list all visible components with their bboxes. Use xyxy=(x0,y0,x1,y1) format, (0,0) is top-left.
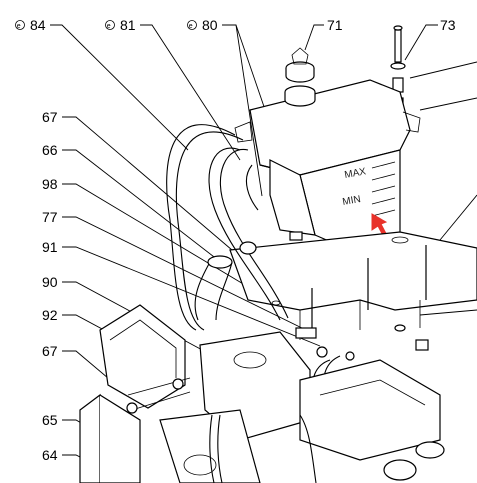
svg-text:92: 92 xyxy=(42,307,58,323)
svg-text:90: 90 xyxy=(42,274,58,290)
callout-73: 73 xyxy=(404,17,456,61)
svg-text:64: 64 xyxy=(42,447,58,463)
svg-text:66: 66 xyxy=(42,142,58,158)
svg-text:e: e xyxy=(107,23,111,30)
hydraulic-tank: MAX MIN xyxy=(234,79,421,249)
svg-text:84: 84 xyxy=(30,17,46,33)
callout-67-top: 67 xyxy=(42,109,233,251)
lower-frame xyxy=(79,304,445,483)
svg-text:67: 67 xyxy=(42,109,58,125)
callout-81: e 81 xyxy=(105,17,241,161)
svg-text:67: 67 xyxy=(42,343,58,359)
svg-text:73: 73 xyxy=(440,17,456,33)
svg-text:65: 65 xyxy=(42,412,58,428)
svg-text:98: 98 xyxy=(42,176,58,192)
callout-71: 71 xyxy=(304,17,343,51)
svg-text:e: e xyxy=(189,23,193,30)
mounting-plate xyxy=(229,231,477,351)
svg-text:80: 80 xyxy=(202,17,218,33)
callout-77: 77 xyxy=(42,209,307,331)
svg-text:81: 81 xyxy=(120,17,136,33)
svg-text:71: 71 xyxy=(327,17,343,33)
tank-min-mark: MIN xyxy=(342,194,362,208)
callout-98: 98 xyxy=(42,176,271,301)
callout-84: e 84 xyxy=(15,17,189,151)
svg-text:77: 77 xyxy=(42,209,58,225)
callout-66: 66 xyxy=(42,142,219,261)
svg-text:e: e xyxy=(17,23,21,30)
filler-cap xyxy=(285,47,315,83)
tank-max-mark: MAX xyxy=(344,166,368,181)
callout-91: 91 xyxy=(42,239,321,347)
svg-text:91: 91 xyxy=(42,239,58,255)
